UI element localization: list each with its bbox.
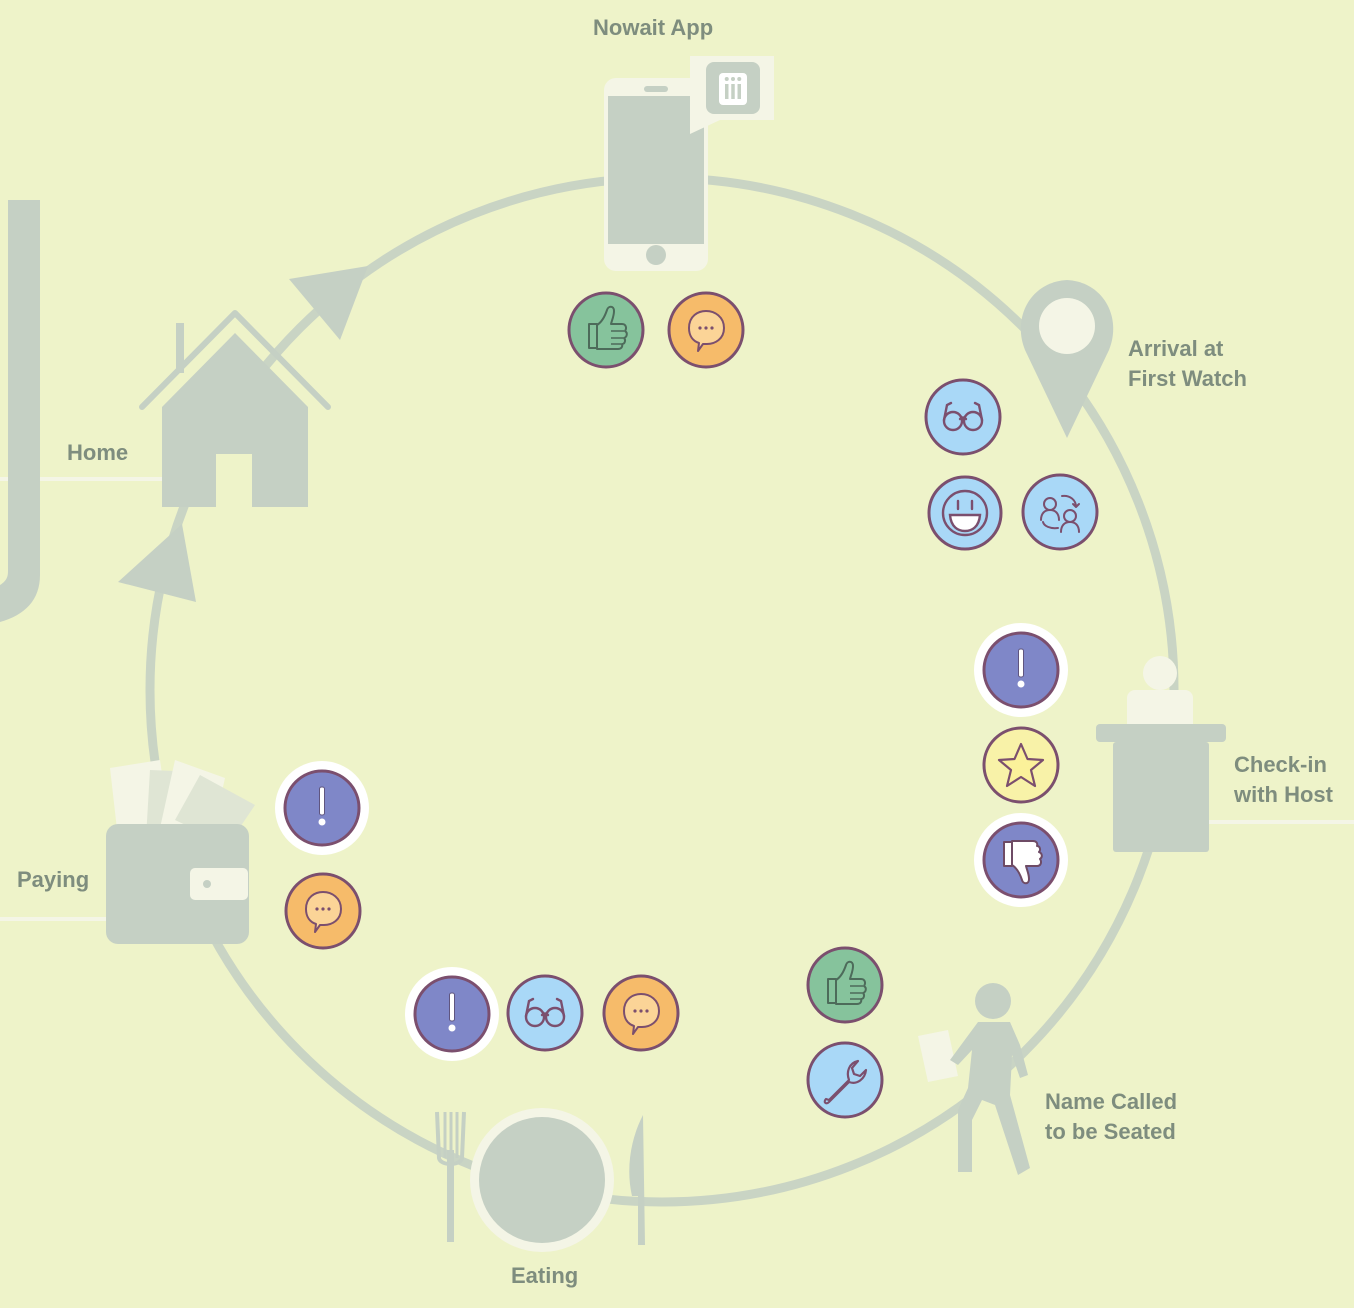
stage-label-check-in: Check-in with Host bbox=[1234, 750, 1333, 810]
stage-label-line: Arrival at bbox=[1128, 336, 1224, 361]
speech-bubble-icon bbox=[284, 872, 362, 950]
conversation-icon bbox=[1021, 473, 1099, 551]
stage-label-text: Nowait App bbox=[593, 15, 714, 40]
eating-badges bbox=[405, 967, 680, 1061]
paying-badges bbox=[275, 761, 369, 950]
stage-label-text: Eating bbox=[511, 1263, 579, 1288]
walking-person-icon bbox=[918, 983, 1030, 1175]
stage-label-home: Home bbox=[67, 438, 128, 468]
star-icon bbox=[982, 726, 1060, 804]
stage-label-line: First Watch bbox=[1128, 366, 1247, 391]
stage-label-seated: Name Called to be Seated bbox=[1045, 1087, 1177, 1147]
stage-label-line: to be Seated bbox=[1045, 1119, 1176, 1144]
house-icon bbox=[139, 310, 331, 507]
direction-arrow bbox=[289, 266, 368, 340]
stage-label-paying: Paying bbox=[17, 865, 89, 895]
nowait-app-badges bbox=[567, 291, 745, 369]
stage-label-text: Home bbox=[67, 440, 129, 465]
host-podium-icon bbox=[1096, 656, 1226, 852]
stage-label-line: Check-in bbox=[1234, 752, 1327, 777]
location-pin-icon bbox=[1020, 280, 1114, 438]
stage-label-line: Name Called bbox=[1045, 1089, 1178, 1114]
plate-cutlery-icon bbox=[435, 1108, 645, 1252]
stage-label-line: with Host bbox=[1234, 782, 1333, 807]
speech-bubble-icon bbox=[667, 291, 745, 369]
glasses-icon bbox=[506, 974, 584, 1052]
arrival-badges bbox=[924, 378, 1099, 551]
exclamation-icon bbox=[405, 967, 499, 1061]
frame-edge-shape bbox=[0, 200, 40, 622]
smiley-icon bbox=[927, 475, 1003, 551]
smartphone-icon bbox=[604, 56, 774, 271]
wrench-icon bbox=[806, 1041, 884, 1119]
stage-label-text: Paying bbox=[17, 867, 90, 892]
check-in-badges bbox=[974, 623, 1068, 907]
nowait-app-icon bbox=[719, 73, 747, 105]
stage-label-eating: Eating bbox=[511, 1261, 578, 1291]
wallet-icon bbox=[106, 760, 255, 944]
glasses-icon bbox=[924, 378, 1002, 456]
direction-arrow bbox=[118, 524, 196, 602]
thumbs-up-icon bbox=[806, 946, 884, 1024]
seated-badges bbox=[806, 946, 884, 1119]
exclamation-icon bbox=[974, 623, 1068, 717]
stage-label-nowait-app: Nowait App bbox=[593, 13, 713, 43]
thumbs-down-icon bbox=[974, 813, 1068, 907]
exclamation-icon bbox=[275, 761, 369, 855]
thumbs-up-icon bbox=[567, 291, 645, 369]
speech-bubble-icon bbox=[602, 974, 680, 1052]
stage-label-arrival: Arrival at First Watch bbox=[1128, 334, 1247, 394]
